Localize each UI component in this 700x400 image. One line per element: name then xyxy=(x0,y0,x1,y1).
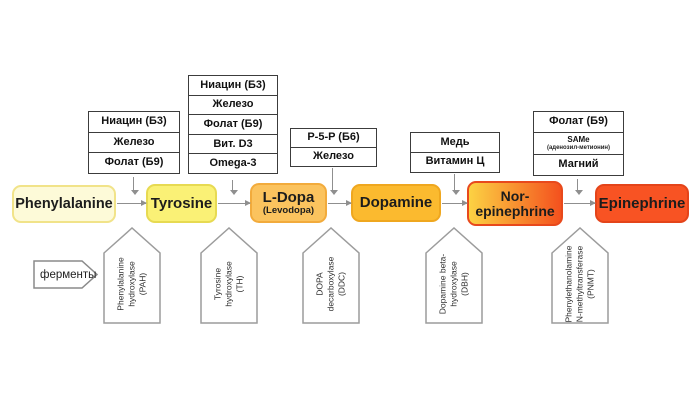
enzyme-label: DOPA decarboxylase (DDC) xyxy=(314,256,347,312)
node-label: Nor-epinephrine xyxy=(475,188,555,219)
node-sublabel: (Levodopa) xyxy=(262,205,315,217)
chain-arrow xyxy=(442,199,468,206)
node-dopamine: Dopamine xyxy=(351,184,441,222)
cofactor-stack-nor-epi: Фолат (Б9) SAMe (аденозил-метионин) Магн… xyxy=(533,111,624,177)
cofactor-item: Железо xyxy=(188,94,278,116)
cofactor-item: Магний xyxy=(533,154,624,177)
enzymes-legend-tag: ферменты xyxy=(33,260,99,289)
cofactor-item: Omega-3 xyxy=(188,153,278,175)
up-arrow-shape xyxy=(425,227,483,324)
node-l-dopa: L-Dopa (Levodopa) xyxy=(250,183,327,223)
node-tyrosine: Tyrosine xyxy=(146,184,217,223)
cofactor-item: Витамин Ц xyxy=(410,151,500,173)
cofactor-item: P-5-P (Б6) xyxy=(290,128,377,148)
enzyme-label: Dopamine beta- hydroxylase (DBH) xyxy=(437,253,470,315)
cofactor-item: SAMe (аденозил-метионин) xyxy=(533,131,624,156)
node-phenylalanine: Phenylalanine xyxy=(12,185,116,223)
enzymes-legend-label: ферменты xyxy=(40,268,97,281)
node-norepinephrine: Nor-epinephrine xyxy=(467,181,563,226)
enzyme-arrow-pah: Phenylalanine hydroxylase (PAH) xyxy=(103,227,161,324)
up-arrow-shape xyxy=(302,227,360,324)
chain-arrow xyxy=(564,199,596,206)
chain-arrow xyxy=(218,199,251,206)
cofactor-item: Медь xyxy=(410,132,500,153)
chain-arrow xyxy=(328,199,352,206)
up-arrow-shape xyxy=(551,227,609,324)
right-pointer-shape xyxy=(33,260,99,289)
enzyme-arrow-th: Tyrosine hydroxylase (TH) xyxy=(200,227,258,324)
enzyme-label: Phenylethanolamine N-methyltransferase (… xyxy=(563,245,596,323)
cofactor-item-main: SAMe xyxy=(567,135,590,145)
cofactor-stack-ldopa-dopamine: P-5-P (Б6) Железо xyxy=(290,128,377,167)
cofactor-item: Железо xyxy=(290,146,377,167)
node-label: Phenylalanine xyxy=(15,195,113,212)
cofactor-down-arrow xyxy=(451,174,460,195)
enzyme-arrow-dbh: Dopamine beta- hydroxylase (DBH) xyxy=(425,227,483,324)
node-epinephrine: Epinephrine xyxy=(595,184,689,223)
cofactor-item: Ниацин (Б3) xyxy=(188,75,278,96)
cofactor-item: Вит. D3 xyxy=(188,133,278,155)
cofactor-stack-tyr-ldopa: Ниацин (Б3) Железо Фолат (Б9) Вит. D3 Om… xyxy=(188,75,278,175)
cofactor-down-arrow xyxy=(130,177,139,195)
up-arrow-shape xyxy=(103,227,161,324)
chain-arrow xyxy=(117,199,147,206)
cofactor-down-arrow xyxy=(574,179,583,195)
enzyme-label: Tyrosine hydroxylase (TH) xyxy=(212,261,245,307)
node-label: Tyrosine xyxy=(150,194,213,212)
cofactor-stack-phe-tyr: Ниацин (Б3) Железо Фолат (Б9) xyxy=(88,111,180,175)
enzyme-arrow-ddc: DOPA decarboxylase (DDC) xyxy=(302,227,360,324)
cofactor-stack-dopamine-nor: Медь Витамин Ц xyxy=(410,132,500,173)
cofactor-item-sub: (аденозил-метионин) xyxy=(546,144,611,151)
cofactor-item: Фолат (Б9) xyxy=(533,111,624,133)
enzyme-label: Phenylalanine hydroxylase (PAH) xyxy=(115,257,148,311)
node-label: L-Dopa xyxy=(262,189,315,206)
cofactor-item: Фолат (Б9) xyxy=(88,152,180,175)
cofactor-item: Фолат (Б9) xyxy=(188,114,278,136)
node-label: Dopamine xyxy=(359,194,433,212)
enzyme-arrow-pnmt: Phenylethanolamine N-methyltransferase (… xyxy=(551,227,609,324)
cofactor-down-arrow xyxy=(329,168,338,195)
node-label: Epinephrine xyxy=(598,194,686,212)
cofactor-item: Ниацин (Б3) xyxy=(88,111,180,133)
cofactor-down-arrow xyxy=(229,180,238,195)
cofactor-item: Железо xyxy=(88,131,180,154)
up-arrow-shape xyxy=(200,227,258,324)
